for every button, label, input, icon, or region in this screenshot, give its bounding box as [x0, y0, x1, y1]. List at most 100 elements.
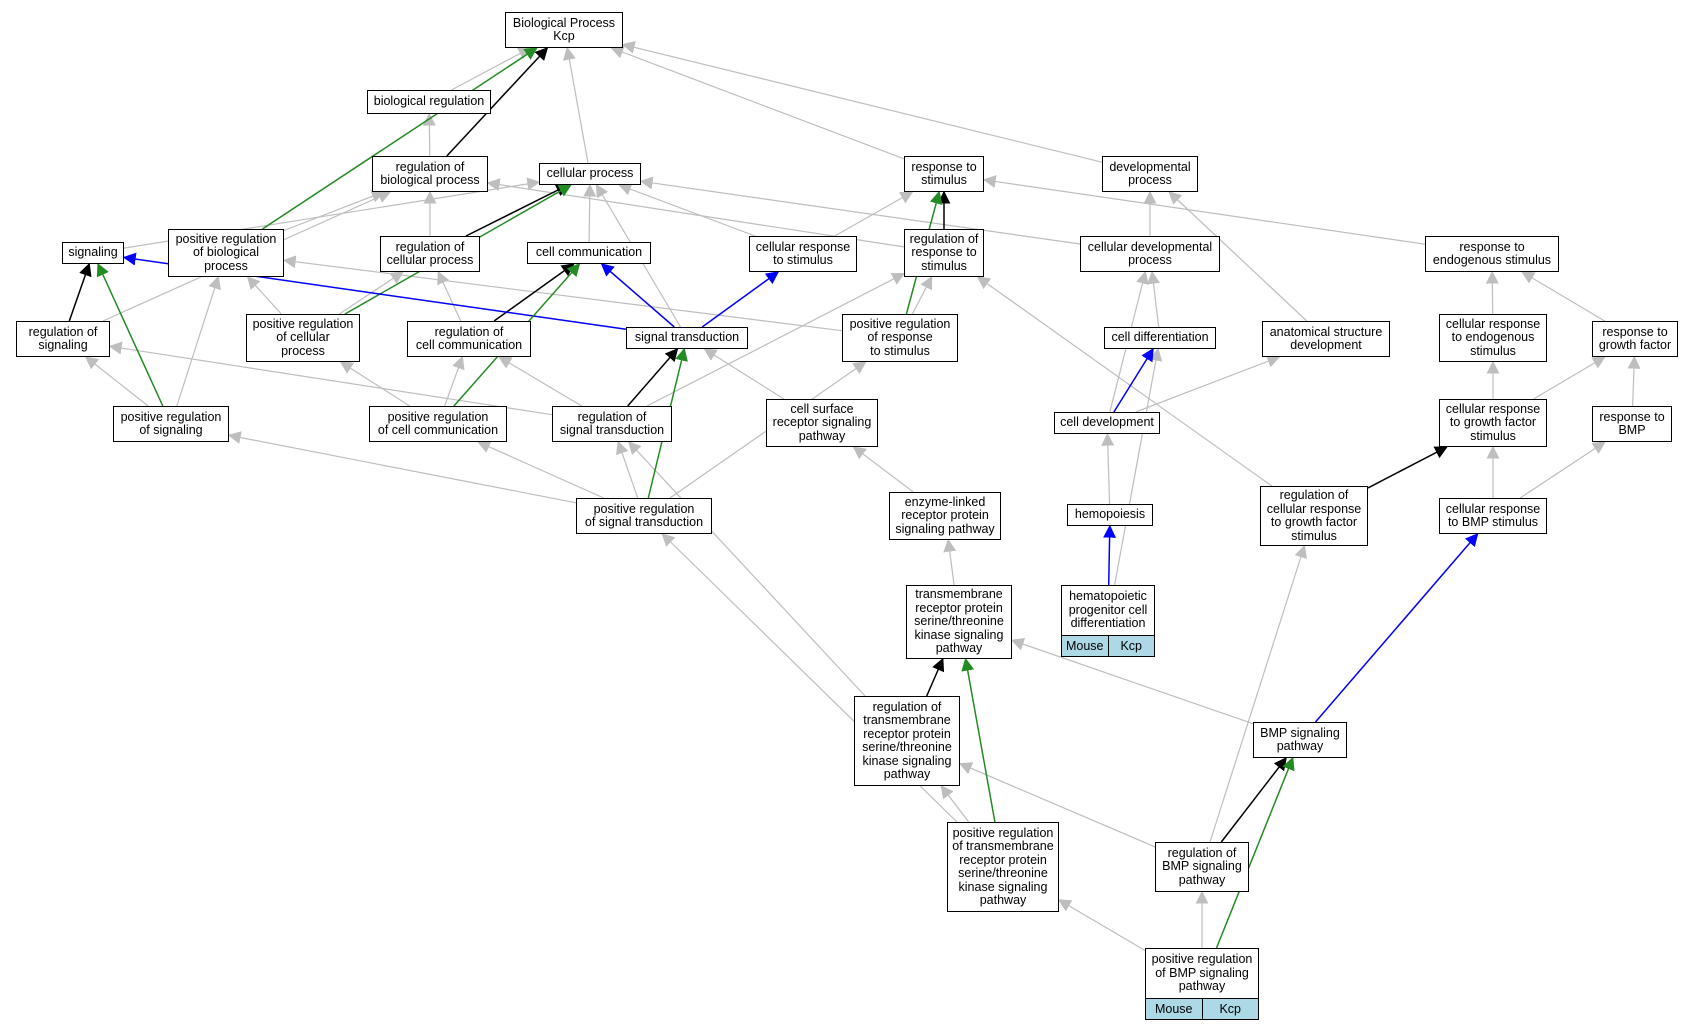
go-term-node-regbmp[interactable]: regulation of BMP signaling pathway — [1155, 842, 1249, 892]
edge-celldev-to-asd — [1135, 355, 1281, 413]
go-term-node-regst[interactable]: regulation of signal transduction — [552, 406, 672, 442]
node-label: response to BMP — [1599, 409, 1665, 437]
go-term-node-regcc[interactable]: regulation of cell communication — [407, 321, 531, 357]
node-label: signaling — [68, 245, 118, 260]
node-label: cellular process — [546, 166, 634, 181]
go-term-node-posregsig[interactable]: positive regulation of signaling — [113, 406, 229, 442]
go-term-node-asd[interactable]: anatomical structure development — [1262, 321, 1390, 357]
node-label: positive regulation of signaling — [120, 409, 222, 437]
go-term-node-hpcd[interactable]: hematopoietic progenitor cell differenti… — [1061, 585, 1155, 657]
go-term-node-breg[interactable]: biological regulation — [367, 90, 491, 114]
go-term-node-posregcc[interactable]: positive regulation of cell communicatio… — [369, 406, 507, 442]
edge-devp-to-bp — [621, 40, 1103, 163]
go-term-node-regtm[interactable]: regulation of transmembrane receptor pro… — [854, 696, 960, 786]
node-label: cell differentiation — [1111, 330, 1209, 345]
edge-regst-to-regsig — [108, 341, 553, 416]
go-term-node-regrts[interactable]: regulation of response to stimulus — [904, 229, 984, 277]
node-label: regulation of cellular process — [386, 239, 474, 267]
go-term-node-bmpsp[interactable]: BMP signaling pathway — [1253, 722, 1347, 758]
edge-rtes-to-rts — [982, 175, 1426, 245]
edge-celldev-to-celldiff — [1113, 347, 1154, 413]
edge-posregcp-to-posregbp — [246, 276, 282, 315]
node-label: positive regulation of transmembrane rec… — [952, 825, 1054, 907]
edge-regbp-to-bp — [446, 47, 549, 157]
go-term-node-regcrtgf[interactable]: regulation of cellular response to growt… — [1260, 486, 1368, 546]
node-label: hemopoiesis — [1074, 507, 1146, 522]
go-term-node-celldev[interactable]: cell development — [1054, 412, 1160, 434]
annotation-tag: Mouse — [1062, 636, 1108, 656]
edge-csrsp-to-sigtrans — [703, 348, 785, 400]
node-label: cellular response to stimulus — [755, 239, 851, 267]
edge-regbmp-to-regtm — [958, 762, 1156, 848]
go-term-node-tmrpsk[interactable]: transmembrane receptor protein serine/th… — [906, 585, 1012, 659]
edge-posregsig-to-regsig — [84, 356, 149, 407]
go-term-node-bp[interactable]: Biological Process Kcp — [505, 12, 623, 48]
node-label: hematopoietic progenitor cell differenti… — [1068, 589, 1148, 631]
go-term-node-posregrts[interactable]: positive regulation of response to stimu… — [842, 314, 958, 362]
node-label: positive regulation of cell communicatio… — [377, 409, 499, 437]
go-term-node-crtgf[interactable]: cellular response to growth factor stimu… — [1439, 399, 1547, 447]
edge-sigtrans-to-ccomm — [600, 263, 675, 328]
edge-posregst-to-posregsig — [227, 431, 577, 504]
edge-celldevp-to-cproc — [639, 176, 1081, 245]
edge-posregcc-to-posregcp — [339, 361, 411, 407]
go-term-node-ccomm[interactable]: cell communication — [527, 242, 651, 264]
go-term-node-elrsp[interactable]: enzyme-linked receptor protein signaling… — [889, 492, 1001, 540]
edge-posregcc-to-regcc — [444, 355, 465, 407]
go-term-node-crtes[interactable]: cellular response to endogenous stimulus — [1439, 314, 1547, 362]
go-term-node-cellrts[interactable]: cellular response to stimulus — [749, 236, 857, 272]
node-label: regulation of biological process — [380, 159, 480, 187]
edge-posregbp-to-regbp — [283, 190, 385, 232]
node-label: regulation of signal transduction — [559, 409, 665, 437]
node-label: positive regulation of response to stimu… — [849, 316, 951, 358]
edge-regtm-to-regst — [627, 441, 866, 697]
edge-rtbmp-to-rtgf — [1627, 355, 1641, 407]
go-term-node-csrsp[interactable]: cell surface receptor signaling pathway — [766, 399, 878, 447]
edge-breg-to-bp — [451, 47, 532, 91]
go-term-node-rtes[interactable]: response to endogenous stimulus — [1425, 236, 1559, 272]
go-term-node-crtbmp[interactable]: cellular response to BMP stimulus — [1439, 498, 1547, 534]
go-term-node-posregst[interactable]: positive regulation of signal transducti… — [576, 498, 712, 534]
node-label: positive regulation of BMP signaling pat… — [1151, 952, 1253, 994]
go-term-node-posregtm[interactable]: positive regulation of transmembrane rec… — [947, 822, 1059, 912]
node-label: cell development — [1060, 415, 1154, 430]
edge-regbp-to-breg — [422, 112, 436, 157]
go-term-node-posregbmp[interactable]: positive regulation of BMP signaling pat… — [1145, 948, 1259, 1020]
edge-posregsig-to-sig — [96, 262, 164, 407]
node-label: positive regulation of signal transducti… — [584, 501, 704, 529]
go-term-node-rtgf[interactable]: response to growth factor — [1592, 321, 1678, 357]
edge-regst-to-sigtrans — [627, 348, 679, 407]
go-term-node-posregbp[interactable]: positive regulation of biological proces… — [168, 229, 284, 277]
node-label: anatomical structure development — [1269, 324, 1383, 352]
go-term-node-celldiff[interactable]: cell differentiation — [1104, 327, 1216, 349]
node-label: cellular response to growth factor stimu… — [1445, 401, 1541, 443]
node-label: developmental process — [1109, 159, 1191, 187]
node-label: positive regulation of biological proces… — [175, 231, 277, 273]
go-term-node-sig[interactable]: signaling — [62, 242, 124, 264]
go-term-node-celldevp[interactable]: cellular developmental process — [1080, 236, 1220, 272]
edge-regcrtgf-to-regrts — [976, 276, 1273, 487]
go-term-node-rts[interactable]: response to stimulus — [904, 156, 984, 192]
go-term-node-regsig[interactable]: regulation of signaling — [16, 321, 110, 357]
go-term-node-hemo[interactable]: hemopoiesis — [1067, 504, 1153, 526]
node-label: regulation of transmembrane receptor pro… — [862, 699, 952, 781]
go-term-node-devp[interactable]: developmental process — [1102, 156, 1198, 192]
node-label: BMP signaling pathway — [1260, 725, 1340, 753]
node-label: cellular response to BMP stimulus — [1445, 501, 1541, 529]
edge-regcc-to-regcp — [437, 270, 462, 322]
go-term-node-rtbmp[interactable]: response to BMP — [1592, 406, 1672, 442]
go-term-node-regcp[interactable]: regulation of cellular process — [380, 236, 480, 272]
go-term-node-regbp[interactable]: regulation of biological process — [372, 156, 488, 192]
edge-crtes-to-rtes — [1485, 270, 1499, 315]
edge-regsig-to-sig — [68, 262, 92, 322]
go-term-node-cproc[interactable]: cellular process — [539, 163, 641, 185]
edge-regcp-to-cproc — [465, 184, 570, 237]
node-label: response to growth factor — [1598, 324, 1672, 352]
edge-hpcd-to-hemo — [1103, 524, 1117, 586]
go-term-node-posregcp[interactable]: positive regulation of cellular process — [246, 314, 360, 362]
edge-cproc-to-bp — [562, 46, 589, 164]
node-label: regulation of signaling — [28, 324, 98, 352]
go-term-node-sigtrans[interactable]: signal transduction — [626, 327, 748, 349]
edge-rts-to-bp — [610, 46, 905, 160]
node-label: positive regulation of cellular process — [252, 316, 354, 358]
